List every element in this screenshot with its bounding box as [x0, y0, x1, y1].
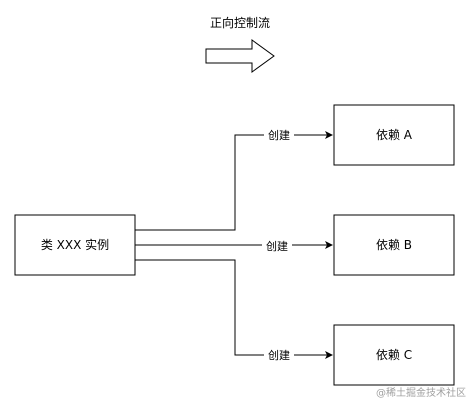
- edge-to-a: [135, 131, 333, 231]
- diagram-title: 正向控制流: [210, 15, 270, 30]
- target-node-b[interactable]: 依赖 B: [333, 214, 455, 276]
- right-arrow-icon: [205, 39, 275, 73]
- target-node-a[interactable]: 依赖 A: [333, 104, 455, 166]
- source-node-label: 类 XXX 实例: [41, 237, 109, 252]
- target-node-b-label: 依赖 B: [376, 237, 412, 252]
- edge-label-b: 创建: [266, 239, 288, 253]
- edge-to-c: [135, 259, 333, 359]
- edge-label-a: 创建: [268, 128, 290, 142]
- watermark: @稀土掘金技术社区: [376, 386, 466, 399]
- edge-label-c: 创建: [268, 348, 290, 362]
- target-node-a-box: [333, 104, 455, 166]
- source-node-box: [14, 214, 136, 276]
- target-node-c-box: [333, 324, 455, 386]
- edge-label-bg-a: [264, 127, 294, 143]
- edge-label-bg-c: [264, 347, 294, 363]
- target-node-a-label: 依赖 A: [376, 127, 413, 142]
- edge-label-bg-b: [262, 238, 292, 254]
- source-node[interactable]: 类 XXX 实例: [14, 214, 136, 276]
- target-node-b-box: [333, 214, 455, 276]
- target-node-c-label: 依赖 C: [376, 347, 412, 362]
- target-node-c[interactable]: 依赖 C: [333, 324, 455, 386]
